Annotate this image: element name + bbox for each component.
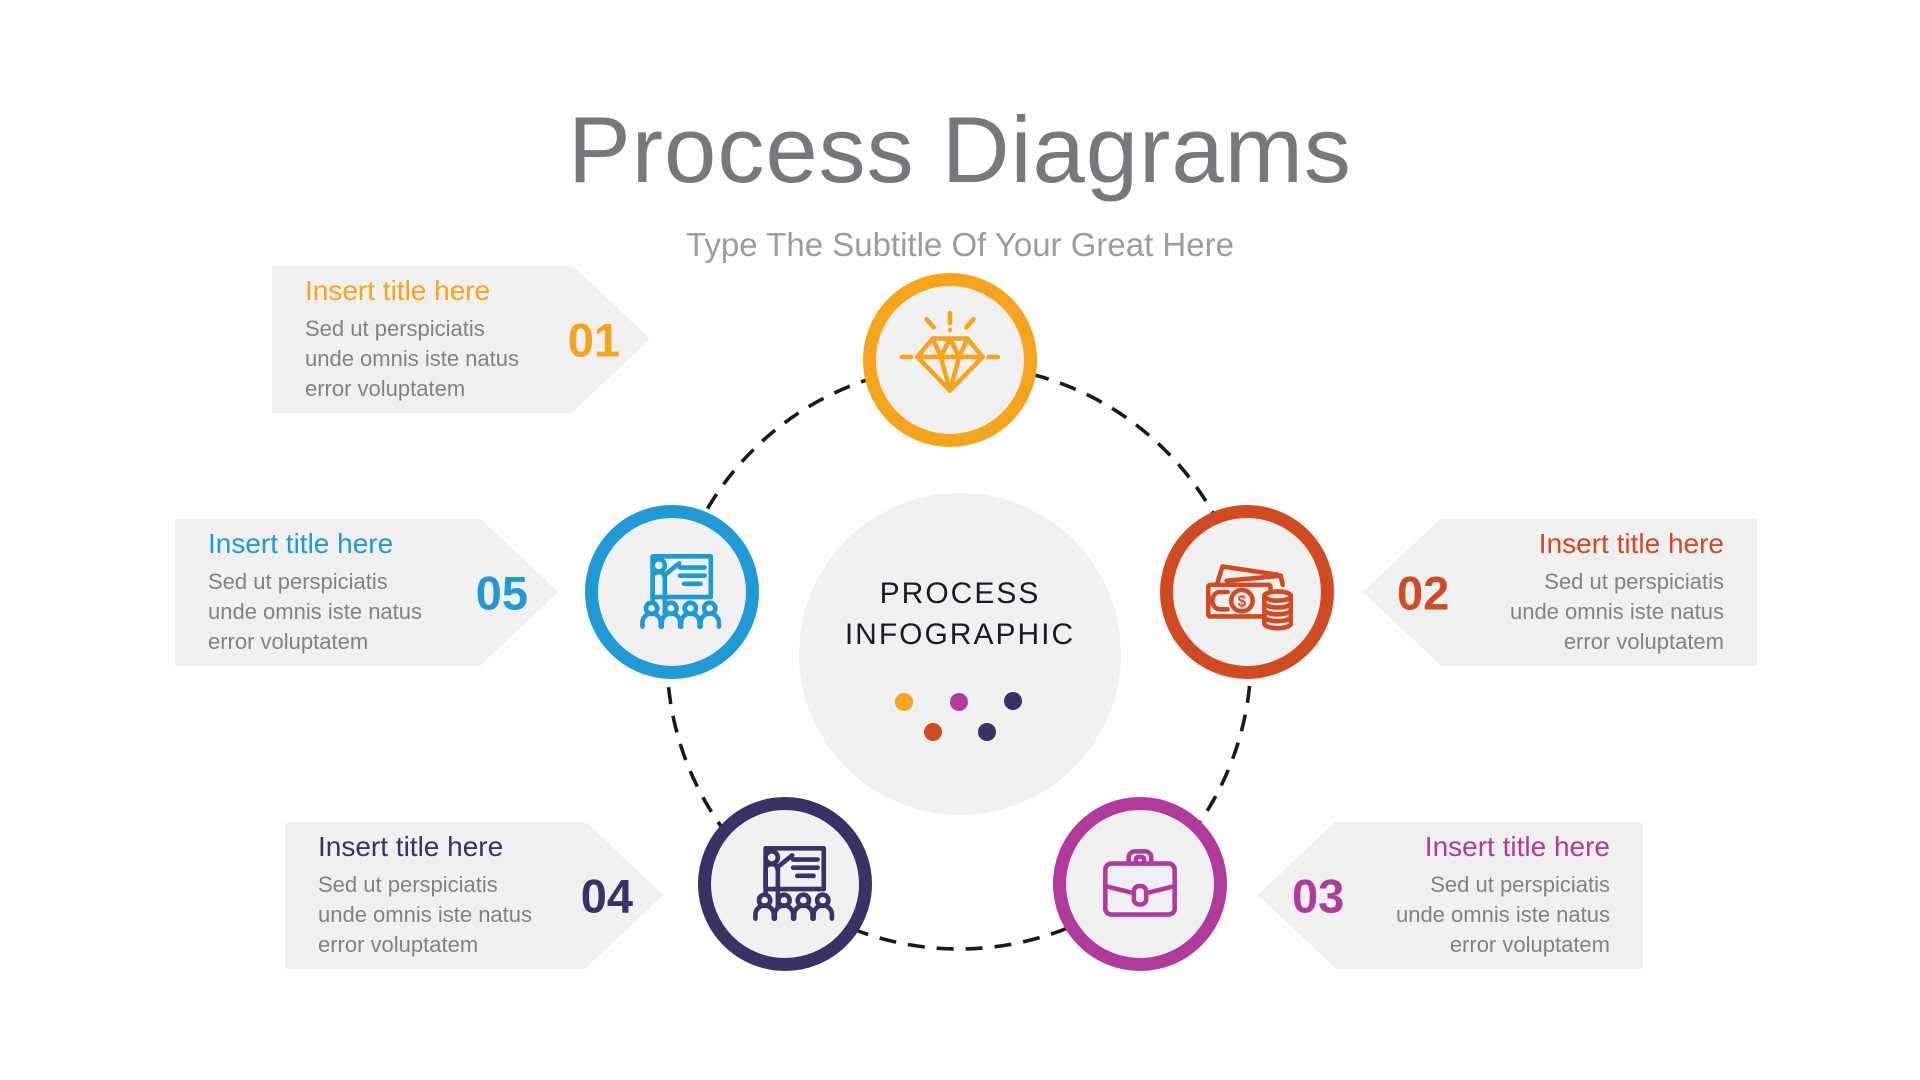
callout-02: Insert title here Sed ut perspiciatis un… bbox=[1363, 519, 1757, 666]
callout-01-title: Insert title here bbox=[305, 275, 491, 306]
callout-04-arrow bbox=[586, 822, 663, 968]
callout-05-box: Insert title here Sed ut perspiciatis un… bbox=[175, 519, 481, 666]
callout-05-arrow bbox=[481, 519, 558, 665]
callout-02-title: Insert title here bbox=[1538, 528, 1724, 559]
callout-02-box: Insert title here Sed ut perspiciatis un… bbox=[1440, 519, 1757, 666]
center-title-line1: PROCESS bbox=[879, 577, 1041, 610]
color-dot bbox=[924, 723, 942, 741]
color-dot bbox=[1004, 692, 1022, 710]
center-circle: PROCESS INFOGRAPHIC bbox=[799, 493, 1121, 815]
node-1-idea bbox=[863, 273, 1037, 447]
page-subtitle: Type The Subtitle Of Your Great Here bbox=[686, 226, 1234, 263]
diamond-icon bbox=[899, 310, 1001, 393]
callout-04-number: 04 bbox=[580, 869, 633, 922]
callout-03-body: Sed ut perspiciatis unde omnis iste natu… bbox=[1395, 872, 1610, 957]
callout-05-body: Sed ut perspiciatis unde omnis iste natu… bbox=[208, 569, 423, 654]
callout-04: Insert title here Sed ut perspiciatis un… bbox=[285, 822, 663, 969]
color-dot bbox=[950, 693, 968, 711]
callout-03-number: 03 bbox=[1292, 869, 1345, 922]
callout-05-title: Insert title here bbox=[208, 528, 394, 559]
callout-02-arrow bbox=[1363, 519, 1440, 665]
callout-03-box: Insert title here Sed ut perspiciatis un… bbox=[1335, 822, 1643, 969]
node-2-money: $ bbox=[1160, 505, 1334, 679]
callout-01-number: 01 bbox=[567, 313, 620, 366]
callout-03-title: Insert title here bbox=[1424, 831, 1610, 862]
center-title: PROCESS INFOGRAPHIC bbox=[799, 573, 1121, 655]
callout-01-arrow bbox=[573, 266, 650, 412]
center-title-line2: INFOGRAPHIC bbox=[844, 618, 1076, 651]
node-4-presentation bbox=[698, 797, 872, 971]
callout-04-box: Insert title here Sed ut perspiciatis un… bbox=[285, 822, 586, 969]
page-title: Process Diagrams bbox=[568, 97, 1352, 202]
color-dot bbox=[895, 693, 913, 711]
briefcase-icon bbox=[1103, 849, 1177, 917]
callout-03-arrow bbox=[1258, 822, 1335, 968]
callout-03: Insert title here Sed ut perspiciatis un… bbox=[1258, 822, 1643, 969]
color-dot bbox=[978, 723, 996, 741]
node-3-briefcase bbox=[1053, 797, 1227, 971]
callout-02-number: 02 bbox=[1397, 566, 1450, 619]
callout-05: Insert title here Sed ut perspiciatis un… bbox=[175, 519, 558, 666]
presentation-icon bbox=[753, 846, 835, 921]
money-icon: $ bbox=[1205, 564, 1294, 631]
callout-04-title: Insert title here bbox=[318, 831, 504, 862]
node-5-training bbox=[585, 505, 759, 679]
presentation-icon bbox=[640, 554, 722, 629]
callout-05-number: 05 bbox=[475, 566, 528, 619]
callout-02-body: Sed ut perspiciatis unde omnis iste natu… bbox=[1509, 569, 1724, 654]
callout-04-body: Sed ut perspiciatis unde omnis iste natu… bbox=[318, 872, 533, 957]
svg-text:$: $ bbox=[1238, 593, 1247, 610]
callout-01: Insert title here Sed ut perspiciatis un… bbox=[272, 266, 650, 413]
callout-01-box: Insert title here Sed ut perspiciatis un… bbox=[272, 266, 573, 413]
callout-01-body: Sed ut perspiciatis unde omnis iste natu… bbox=[305, 316, 520, 401]
